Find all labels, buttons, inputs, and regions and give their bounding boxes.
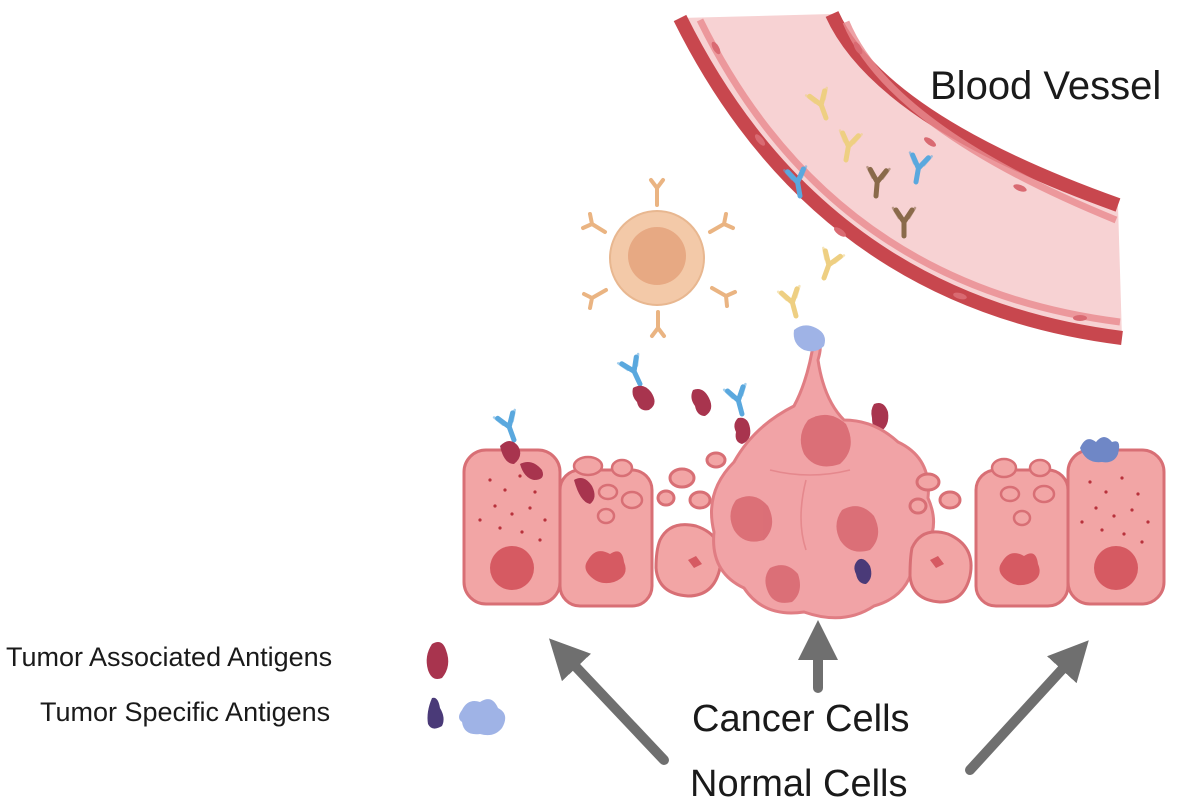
antigen-icon — [691, 389, 712, 416]
antigen-icon — [632, 385, 655, 411]
legend-tumor-associated-antigens: Tumor Associated Antigens — [6, 642, 333, 672]
antigen-icon — [459, 699, 506, 736]
blood-vessel — [673, 11, 1123, 345]
cancer-cells-label: Cancer Cells — [692, 698, 910, 740]
antibody-icon — [778, 286, 806, 319]
blood-vessel-label: Blood Vessel — [930, 64, 1162, 108]
antigen-icon — [426, 642, 449, 679]
transitional-cells-left — [654, 451, 727, 598]
legend-icons — [426, 642, 506, 736]
antigens-free — [632, 385, 889, 444]
normal-cells-right — [974, 437, 1166, 608]
legend-tumor-specific-antigens: Tumor Specific Antigens — [40, 697, 331, 727]
antibody-icon — [814, 248, 844, 282]
antigen-icon — [871, 403, 889, 432]
t-cell-icon — [581, 178, 737, 338]
arrow-icon — [965, 640, 1089, 775]
antigen-icon — [427, 697, 444, 729]
transitional-cells-right — [908, 472, 973, 604]
normal-cells-left — [462, 441, 654, 608]
antibody-icon — [618, 354, 650, 389]
antibody-icon — [494, 410, 524, 444]
normal-cells-label: Normal Cells — [690, 763, 908, 805]
antigen-icon — [734, 417, 751, 444]
antibody-icon — [724, 384, 752, 417]
cancer-cells — [710, 325, 936, 620]
arrows — [549, 620, 1089, 775]
arrow-icon — [549, 638, 669, 765]
